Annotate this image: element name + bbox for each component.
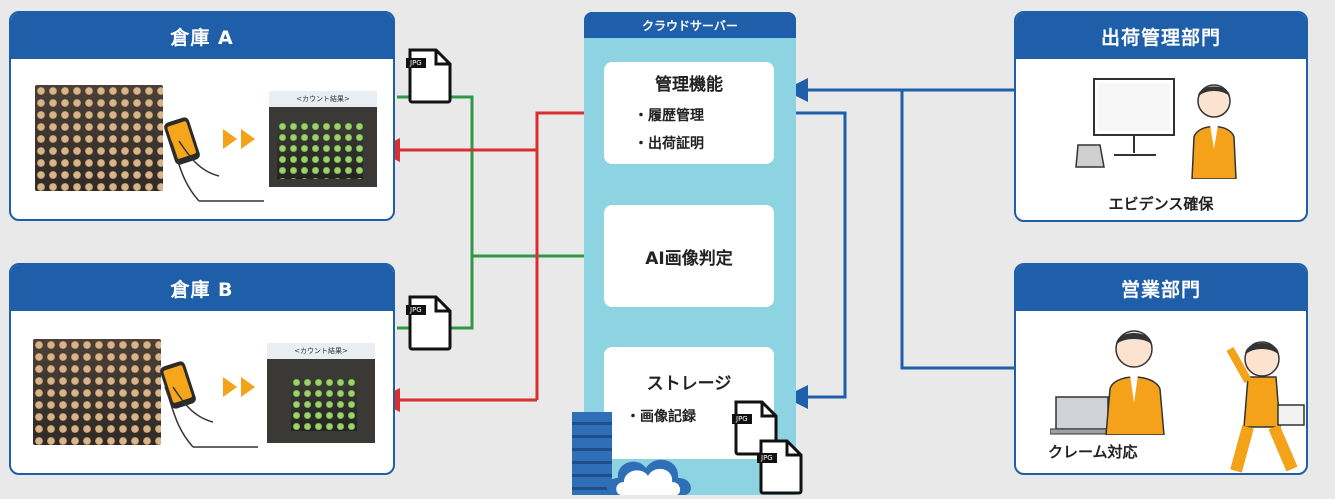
steel-bundle-photo — [33, 339, 161, 445]
jpg-label: JPG — [406, 58, 426, 68]
server-rack-icon — [572, 412, 612, 495]
jpg-file-icon: JPG — [406, 48, 452, 104]
red-line — [535, 111, 604, 400]
count-result-caption: <カウント結果> — [267, 343, 375, 359]
sales-worker-illustration — [1105, 330, 1165, 435]
jpg-file-icon: JPG — [406, 295, 452, 351]
arrow-right-icon — [223, 377, 237, 397]
cloud-icon — [606, 459, 691, 495]
count-result-caption: <カウント結果> — [269, 91, 377, 107]
sales-dept-title: 営業部門 — [1016, 265, 1306, 311]
shipping-dept-panel: 出荷管理部門 エビデンス確保 — [1014, 11, 1308, 222]
storage-item: ・画像記録 — [626, 409, 696, 425]
jpg-file-icon: JPG — [757, 439, 803, 495]
laptop-icon — [1050, 396, 1117, 435]
count-result-image: <カウント結果> — [269, 91, 377, 187]
warehouse-a-title: 倉庫 A — [11, 13, 393, 59]
arrow-right-icon — [223, 129, 237, 149]
office-worker-illustration — [1191, 84, 1237, 179]
management-item: ・履歴管理 — [634, 108, 704, 124]
blue-line-shipping — [900, 88, 1016, 370]
shipping-dept-title: 出荷管理部門 — [1016, 13, 1306, 59]
ai-judgement-box: AI画像判定 — [604, 205, 774, 307]
management-box: 管理機能 ・履歴管理 ・出荷証明 — [604, 62, 774, 164]
arrow-right-icon — [241, 129, 255, 149]
computer-monitor-icon — [1075, 78, 1175, 168]
jpg-label: JPG — [406, 305, 426, 315]
sales-dept-panel: 営業部門 クレーム対応 — [1014, 263, 1308, 475]
blue-line-storage — [776, 111, 847, 409]
counted-bundle — [277, 121, 363, 179]
shipping-caption: エビデンス確保 — [1108, 195, 1214, 213]
cloud-server-title: クラウドサーバー — [584, 12, 796, 38]
jpg-label: JPG — [757, 453, 777, 463]
walking-salesman-illustration — [1226, 341, 1305, 473]
arrow-right-icon — [241, 377, 255, 397]
management-item: ・出荷証明 — [634, 136, 704, 152]
jpg-label: JPG — [732, 414, 752, 424]
count-result-image: <カウント結果> — [267, 343, 375, 443]
counted-bundle — [291, 377, 357, 431]
management-title: 管理機能 — [655, 75, 723, 95]
warehouse-b-title: 倉庫 B — [11, 265, 393, 311]
ai-judgement-title: AI画像判定 — [645, 248, 733, 269]
sales-caption: クレーム対応 — [1048, 443, 1138, 461]
hand-icon — [164, 386, 258, 448]
warehouse-a-panel: 倉庫 A <カウント結果> — [9, 11, 395, 221]
warehouse-b-panel: 倉庫 B <カウント結果> — [9, 263, 395, 475]
steel-bundle-photo — [35, 85, 163, 191]
green-line-a — [397, 95, 474, 256]
hand-icon — [170, 140, 264, 202]
storage-title: ストレージ — [646, 374, 732, 394]
